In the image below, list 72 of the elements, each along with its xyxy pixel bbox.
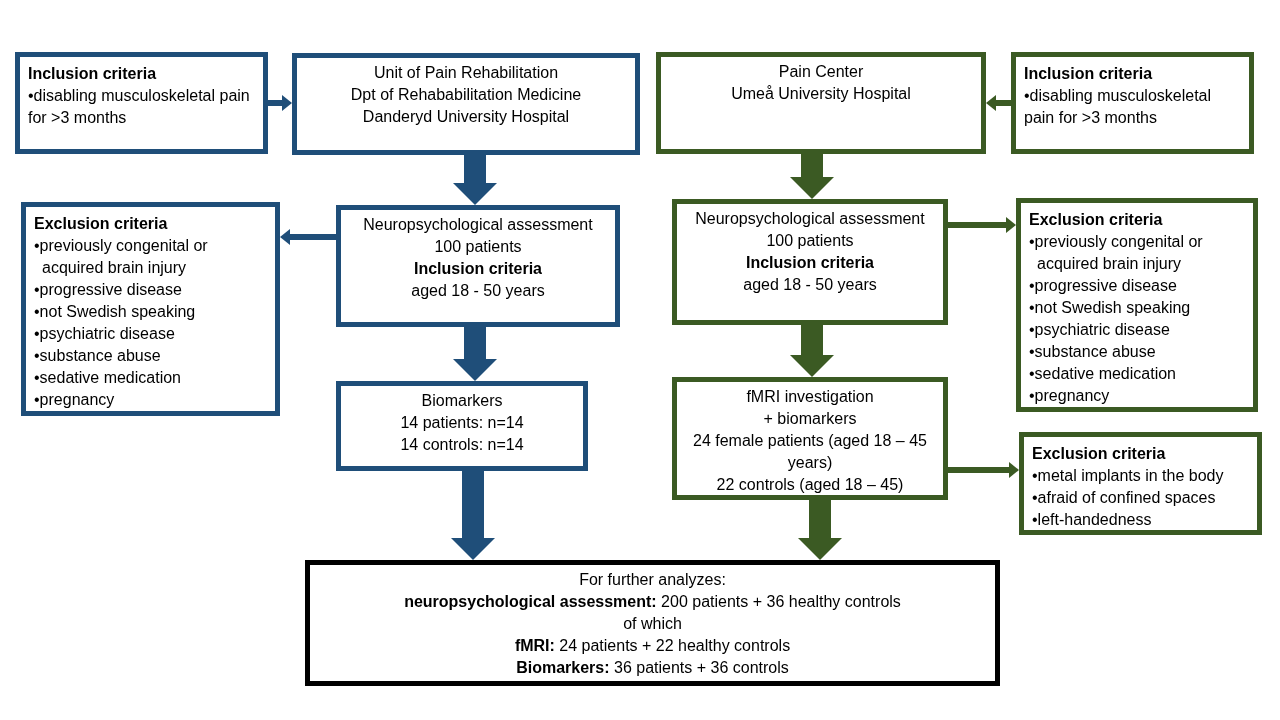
box-text: 100 patients xyxy=(433,237,523,257)
process-box xyxy=(336,205,620,327)
bullet-item: •previously congenital or acquired brain injury xyxy=(1029,232,1204,274)
arrow xyxy=(798,500,842,560)
box-text: fMRI: 24 patients + 22 healthy controls xyxy=(513,636,792,656)
process-box xyxy=(672,377,948,500)
box-text: + biomarkers xyxy=(762,409,858,429)
process-box xyxy=(656,52,986,154)
box-text: Umeå University Hospital xyxy=(730,84,912,104)
box-text: Inclusion criteria xyxy=(412,259,543,279)
box-text: Neuropsychological assessment xyxy=(694,209,926,229)
box-text: 22 controls (aged 18 – 45) xyxy=(715,475,905,495)
bullet-item: •previously congenital or acquired brain injury xyxy=(34,236,209,278)
arrow xyxy=(986,95,1011,111)
bullet-item: •psychiatric disease xyxy=(1029,320,1171,340)
box-text: Unit of Pain Rehabilitation xyxy=(372,63,560,83)
box-text: 100 patients xyxy=(765,231,855,251)
criteria-heading: Exclusion criteria xyxy=(34,214,169,234)
criteria-heading: Exclusion criteria xyxy=(1029,210,1164,230)
box-text: For further analyzes: xyxy=(578,570,727,590)
box-text: 14 patients: n=14 xyxy=(399,413,525,433)
bullet-item: •sedative medication xyxy=(1029,364,1177,384)
arrow xyxy=(790,154,834,199)
bullet-item: •disabling musculoskeletal pain for >3 months xyxy=(1024,86,1213,128)
box-text: Biomarkers: 36 patients + 36 controls xyxy=(515,658,790,678)
box-text: Biomarkers xyxy=(420,391,504,411)
bullet-item: •psychiatric disease xyxy=(34,324,176,344)
arrow xyxy=(451,471,495,560)
arrow xyxy=(268,95,292,111)
box-text: 14 controls: n=14 xyxy=(399,435,525,455)
box-text: Neuropsychological assessment xyxy=(362,215,594,235)
arrow xyxy=(453,327,497,381)
bullet-item: •metal implants in the body xyxy=(1032,466,1225,486)
bullet-item: •substance abuse xyxy=(34,346,162,366)
box-text: Danderyd University Hospital xyxy=(361,107,571,127)
criteria-box xyxy=(15,52,268,154)
process-box xyxy=(672,199,948,325)
arrow xyxy=(948,217,1016,233)
box-text: neuropsychological assessment: 200 patients + 36 healthy controls xyxy=(403,592,902,612)
bullet-item: •pregnancy xyxy=(1029,386,1111,406)
box-text: aged 18 - 50 years xyxy=(410,281,546,301)
criteria-box xyxy=(1016,198,1258,412)
box-text: Pain Center xyxy=(777,62,865,82)
arrow xyxy=(790,325,834,377)
process-box xyxy=(305,560,1000,686)
box-text: 24 female patients (aged 18 – 45 years) xyxy=(692,431,928,473)
box-text: aged 18 - 50 years xyxy=(742,275,878,295)
criteria-box xyxy=(1011,52,1254,154)
process-box xyxy=(336,381,588,471)
bullet-item: •sedative medication xyxy=(34,368,182,388)
box-text: Inclusion criteria xyxy=(744,253,875,273)
box-text: of which xyxy=(622,614,683,634)
criteria-box xyxy=(1019,432,1262,535)
bullet-item: •progressive disease xyxy=(34,280,183,300)
criteria-heading: Exclusion criteria xyxy=(1032,444,1167,464)
bullet-item: •afraid of confined spaces xyxy=(1032,488,1217,508)
bullet-item: •not Swedish speaking xyxy=(34,302,197,322)
arrow xyxy=(948,462,1019,478)
arrow xyxy=(280,229,336,245)
bullet-item: •progressive disease xyxy=(1029,276,1178,296)
box-text: Dpt of Rehababilitation Medicine xyxy=(349,85,583,105)
process-box xyxy=(292,53,640,155)
criteria-heading: Inclusion criteria xyxy=(28,64,158,84)
bullet-item: •left-handedness xyxy=(1032,510,1153,530)
criteria-box xyxy=(21,202,280,416)
bullet-item: •not Swedish speaking xyxy=(1029,298,1192,318)
bullet-item: •pregnancy xyxy=(34,390,116,410)
arrow xyxy=(453,155,497,205)
criteria-heading: Inclusion criteria xyxy=(1024,64,1154,84)
bullet-item: •disabling musculoskeletal pain for >3 months xyxy=(28,86,251,128)
box-text: fMRI investigation xyxy=(745,387,875,407)
bullet-item: •substance abuse xyxy=(1029,342,1157,362)
